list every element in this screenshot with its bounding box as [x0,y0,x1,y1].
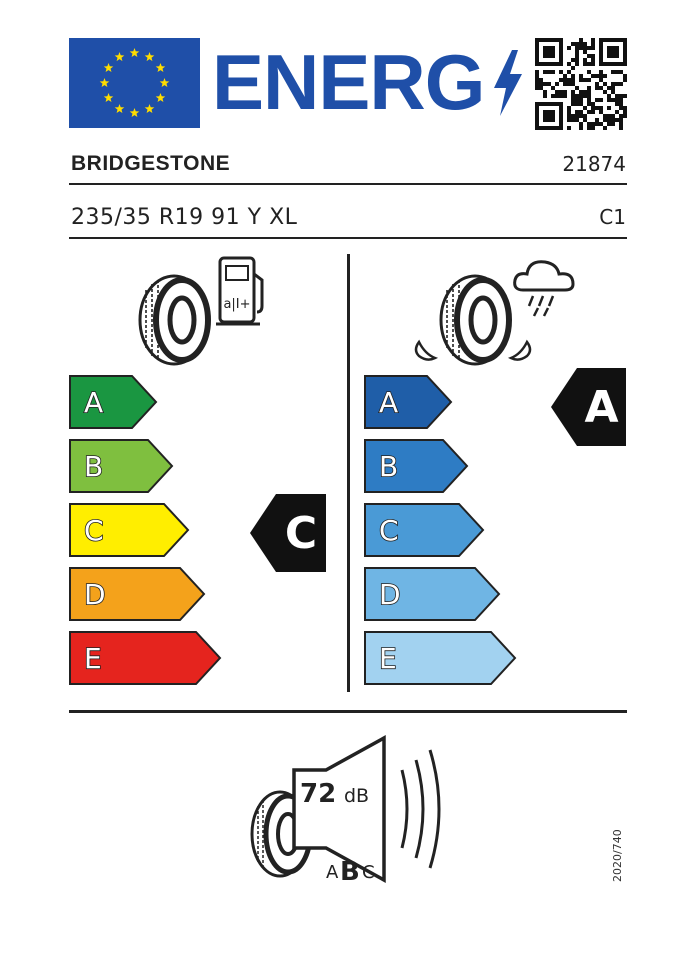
regulation-text: 2020/740 [611,829,624,882]
fuel-class-b-arrow: B [69,439,174,493]
noise-value: 72 [300,779,336,809]
speaker-icon [292,735,386,883]
qr-code [535,38,627,130]
wet-class-label: D [379,578,401,611]
wet-class-label: A [379,386,398,419]
wet-class-b-arrow: B [364,439,469,493]
wet-rating-letter: A [584,382,618,433]
tyre-size: 235/35 R19 91 Y XL [71,205,298,230]
sound-waves-icon [400,749,441,869]
tyre-icon [138,274,211,366]
eu-star-icon [144,52,155,62]
eu-star-icon [155,93,166,102]
regulation-number: 2020/740 [611,829,624,882]
wet-class-e-arrow: E [364,631,517,685]
tyre-class: C1 [599,205,626,229]
fuel-class-label: A [84,386,103,419]
eu-star-icon [155,63,166,72]
water-splash-icon [414,339,532,361]
fuel-class-label: C [84,514,104,547]
eu-star-icon [103,93,114,102]
fuel-pump-icon: a|I+ [216,256,264,326]
noise-class-b: B [340,857,360,887]
wet-class-label: E [379,642,397,675]
noise-class-c: C [362,862,375,883]
fuel-class-a-arrow: A [69,375,158,429]
noise-unit: dB [344,785,369,807]
fuel-class-d-arrow: D [69,567,206,621]
wet-class-label: B [379,450,398,483]
column-divider [347,254,350,692]
noise-class-letters: A B C [326,857,375,887]
fuel-rating-marker: C [250,494,326,572]
eu-star-icon [114,104,125,113]
section-divider [69,710,627,713]
eu-flag-logo [69,38,200,128]
fuel-class-e-arrow: E [69,631,222,685]
header-divider [69,183,627,185]
fuel-class-label: D [84,578,106,611]
noise-panel: 72 dB A B C [250,735,441,887]
eu-star-icon [114,52,125,62]
lightning-bolt-icon [494,50,522,116]
wet-rating-marker: A [551,368,626,446]
tyre-icon [439,274,512,366]
svg-text:a|I+: a|I+ [223,297,250,312]
eu-star-icon [99,78,110,87]
brand-name: BRIDGESTONE [71,152,231,175]
eu-star-icon [129,48,140,57]
product-code: 21874 [562,152,626,176]
wet-class-a-arrow: A [364,375,453,429]
eu-star-icon [159,78,170,87]
wet-class-d-arrow: D [364,567,501,621]
size-divider [69,237,627,239]
eu-star-icon [129,108,140,117]
fuel-class-label: B [84,450,103,483]
fuel-rating-letter: C [285,508,317,559]
rain-cloud-icon [513,260,575,317]
noise-class-a: A [326,862,339,883]
wet-class-label: C [379,514,399,547]
energy-title: ENERG [212,38,485,126]
fuel-class-c-arrow: C [69,503,190,557]
fuel-class-label: E [84,642,102,675]
wet-class-c-arrow: C [364,503,485,557]
eu-star-icon [144,104,155,113]
eu-star-icon [103,63,114,72]
